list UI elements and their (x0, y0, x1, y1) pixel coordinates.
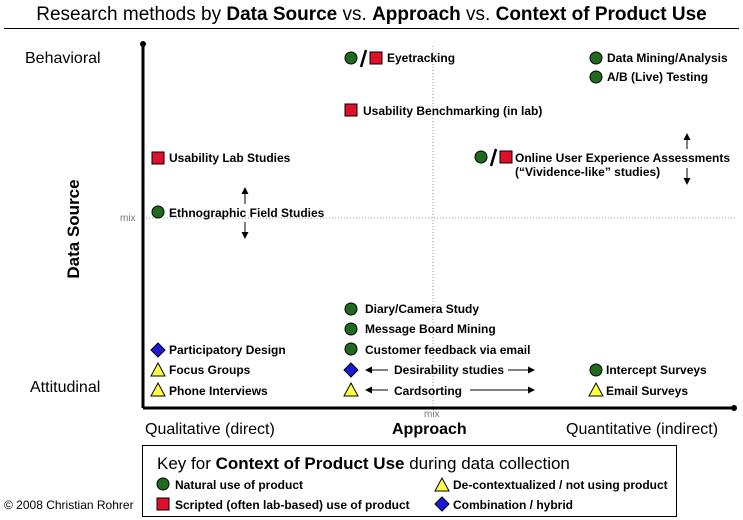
title-vs-1: vs. (337, 4, 373, 25)
key-circle-symbol (156, 477, 170, 491)
online-ux-circle-symbol (474, 150, 488, 164)
method-label-diary: Diary/Camera Study (365, 302, 480, 316)
method-label-online-ux: Online User Experience Assessments (515, 151, 730, 165)
eyetracking-circle-symbol (344, 51, 358, 65)
desirability-diamond-symbol (343, 362, 359, 378)
y-axis-title: Data Source (64, 179, 83, 279)
method-label-message-board: Message Board Mining (365, 322, 496, 336)
customer-feedback-circle-symbol (344, 342, 358, 356)
title-context: Context of Product Use (495, 4, 707, 25)
online-ux-slash (489, 148, 498, 167)
intercept-surveys-circle-symbol (589, 363, 603, 377)
participatory-diamond-symbol (150, 342, 166, 358)
key-item-decontextualized: De-contextualized / not using product (453, 478, 668, 492)
focus-groups-triangle-symbol (150, 361, 166, 377)
key-item-combination: Combination / hybrid (453, 498, 573, 512)
method-label-participatory: Participatory Design (169, 343, 286, 357)
method-label-data-mining: Data Mining/Analysis (607, 51, 728, 65)
x-axis-right-label: Quantitative (indirect) (566, 421, 719, 438)
method-label-intercept-surveys: Intercept Surveys (606, 363, 707, 377)
key-item-scripted: Scripted (often lab-based) use of produc… (175, 498, 410, 512)
method-label-focus-groups: Focus Groups (169, 363, 251, 377)
key-title-suffix: during data collection (404, 454, 570, 473)
key-title-prefix: Key for (157, 454, 216, 473)
method-label-ab-testing: A/B (Live) Testing (607, 70, 709, 84)
method-label-online-ux-sub: (“Vividence-like” studies) (515, 165, 661, 179)
method-label-email-surveys: Email Surveys (606, 384, 689, 398)
title-data-source: Data Source (226, 4, 338, 25)
eyetracking-square-symbol (369, 51, 383, 65)
online-ux-square-symbol (499, 150, 513, 164)
eyetracking-slash (359, 49, 368, 68)
x-axis-end-dot (731, 405, 737, 411)
method-label-phone-interviews: Phone Interviews (169, 384, 268, 398)
method-label-usability-lab: Usability Lab Studies (169, 151, 291, 165)
message-board-circle-symbol (344, 322, 358, 336)
chart-title: Research methods by Data Source vs. Appr… (0, 4, 743, 26)
method-label-customer-feedback: Customer feedback via email (365, 343, 531, 357)
key-square-symbol (156, 497, 170, 511)
x-axis-left-label: Qualitative (direct) (145, 421, 275, 438)
method-label-cardsorting: Cardsorting (394, 384, 463, 398)
title-approach: Approach (372, 4, 461, 25)
x-axis-title: Approach (392, 421, 467, 438)
key-diamond-symbol (434, 496, 450, 512)
diary-circle-symbol (344, 302, 358, 316)
key-triangle-symbol (434, 476, 450, 492)
y-axis-top-label: Behavioral (25, 50, 101, 67)
usability-lab-square-symbol (151, 151, 165, 165)
title-prefix: Research methods by (36, 4, 227, 25)
copyright-text: © 2008 Christian Rohrer (4, 498, 134, 512)
key-title-bold: Context of Product Use (215, 454, 405, 473)
method-label-ethnographic: Ethnographic Field Studies (169, 206, 325, 220)
data-mining-circle-symbol (589, 51, 603, 65)
x-axis-mix-label: mix (424, 409, 440, 420)
benchmarking-square-symbol (344, 103, 358, 117)
key-item-natural: Natural use of product (175, 478, 304, 492)
y-axis-mix-label: mix (120, 213, 136, 224)
ethnographic-circle-symbol (151, 205, 165, 219)
method-label-eyetracking: Eyetracking (387, 51, 456, 65)
y-axis-end-dot (140, 41, 146, 47)
y-axis-bottom-label: Attitudinal (30, 379, 101, 396)
title-underline (4, 28, 739, 29)
cardsorting-triangle-symbol (343, 381, 359, 397)
method-label-usability-benchmarking: Usability Benchmarking (in lab) (363, 104, 543, 118)
legend-key-box (142, 445, 677, 517)
ab-testing-circle-symbol (589, 70, 603, 84)
title-vs-2: vs. (460, 4, 496, 25)
phone-interviews-triangle-symbol (150, 381, 166, 397)
key-title: Key for Context of Product Use during da… (157, 454, 570, 474)
email-surveys-triangle-symbol (588, 381, 604, 397)
method-label-desirability: Desirability studies (394, 363, 505, 377)
